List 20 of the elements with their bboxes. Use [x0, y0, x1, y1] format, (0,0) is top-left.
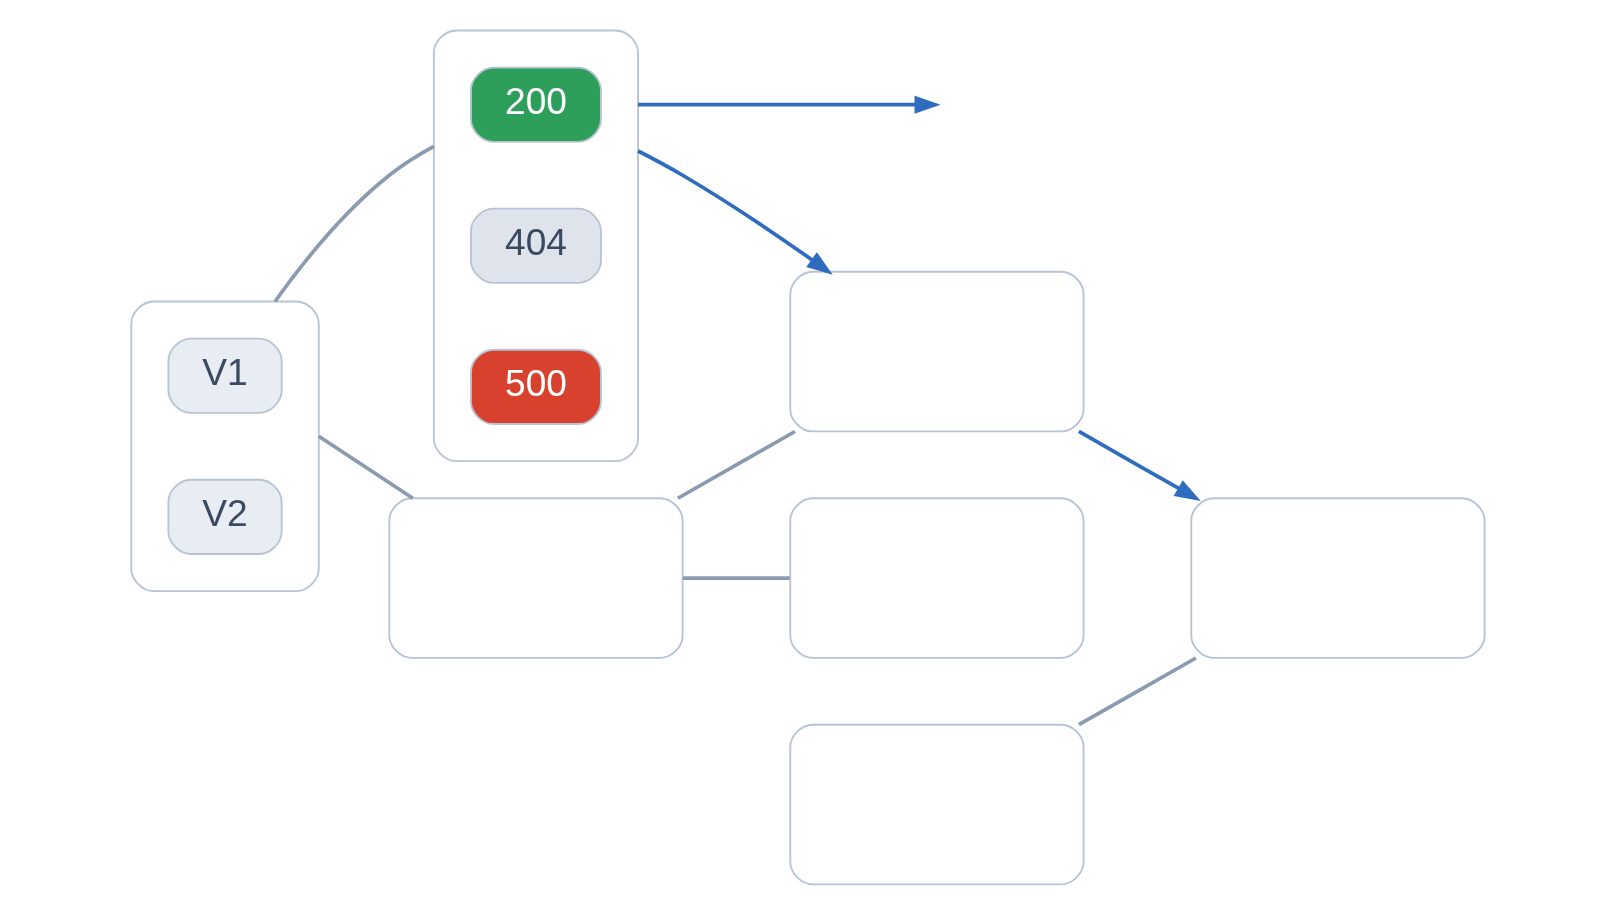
node-box	[788, 497, 1085, 659]
node-box: 404	[469, 207, 602, 284]
connector	[682, 576, 790, 580]
connector	[1077, 656, 1197, 727]
node-box	[788, 723, 1085, 886]
node-box: 200	[469, 66, 602, 143]
cluster	[129, 300, 320, 592]
node-box: 500	[469, 348, 602, 425]
connector	[317, 434, 414, 500]
connector	[272, 144, 435, 303]
arrow	[1077, 429, 1201, 501]
node-box: V2	[166, 478, 283, 555]
cluster	[432, 29, 639, 463]
node-box: V1	[166, 337, 283, 414]
connector	[676, 429, 796, 500]
node-box	[788, 270, 1085, 433]
arrow	[637, 95, 941, 114]
arrow	[636, 149, 833, 275]
node-box	[387, 497, 684, 659]
node-box	[1189, 497, 1485, 659]
